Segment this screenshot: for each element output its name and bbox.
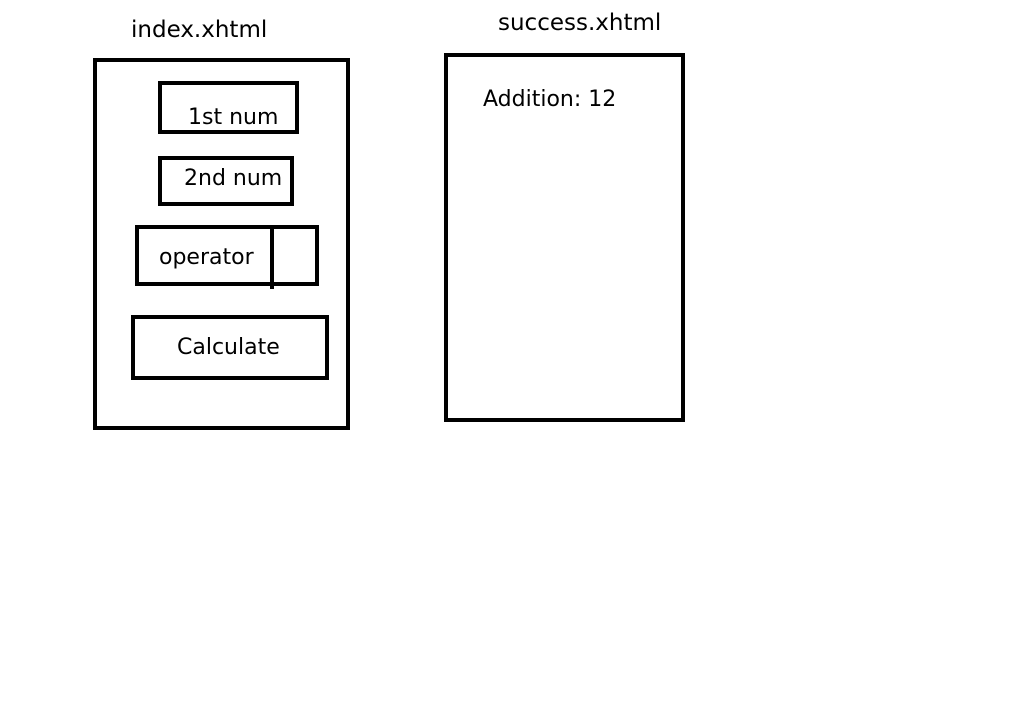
result-text: Addition: 12 [483,87,617,112]
success-page-frame [444,53,685,422]
calculate-button-label: Calculate [177,335,280,360]
second-number-label: 2nd num [184,166,283,191]
first-number-label: 1st num [188,105,279,130]
success-page-title: success.xhtml [498,10,662,36]
index-page-title: index.xhtml [131,17,268,43]
second-number-field[interactable] [158,156,294,206]
operator-label: operator [159,245,254,270]
operator-select[interactable] [135,225,319,286]
calculate-button[interactable] [131,315,329,380]
operator-dropdown-divider [270,227,274,289]
first-number-field[interactable] [158,81,299,134]
